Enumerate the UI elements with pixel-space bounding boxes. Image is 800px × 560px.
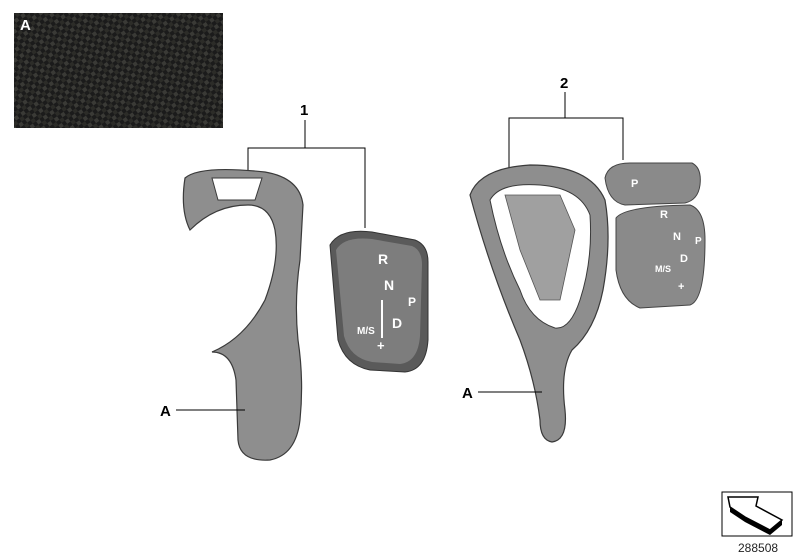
gate-plus: +: [377, 338, 385, 353]
shift-knob-housing: [469, 164, 609, 443]
gate-p: P: [408, 295, 416, 309]
p-button: P: [604, 162, 701, 206]
callout-1: [247, 120, 366, 228]
callout-2: [508, 92, 624, 168]
navigation-arrow-icon[interactable]: [721, 491, 793, 537]
gate-d-right: D: [680, 253, 688, 265]
ref-label-right: A: [462, 385, 473, 402]
gate-d: D: [392, 315, 402, 331]
callout-1-label: 1: [300, 102, 308, 119]
gear-gate-panel: R N P D M/S +: [329, 230, 429, 373]
gate-ms: M/S: [357, 326, 375, 337]
gate-ms-right: M/S: [655, 264, 671, 274]
gate-r: R: [378, 251, 388, 267]
callout-2-label: 2: [560, 75, 568, 92]
carbon-swatch: A: [14, 13, 223, 128]
gate-n-right: N: [673, 231, 681, 243]
trim-cover-left: [182, 169, 304, 461]
p-button-label: P: [631, 178, 638, 190]
diagram-number: 288508: [738, 541, 778, 555]
gate-p-right: P: [695, 236, 702, 247]
gate-n: N: [384, 277, 394, 293]
gear-gate-panel-right: R N P D M/S +: [615, 204, 706, 309]
gate-plus-right: +: [678, 281, 684, 293]
ref-label-left: A: [160, 403, 171, 420]
gate-r-right: R: [660, 209, 668, 221]
swatch-label: A: [20, 17, 31, 34]
